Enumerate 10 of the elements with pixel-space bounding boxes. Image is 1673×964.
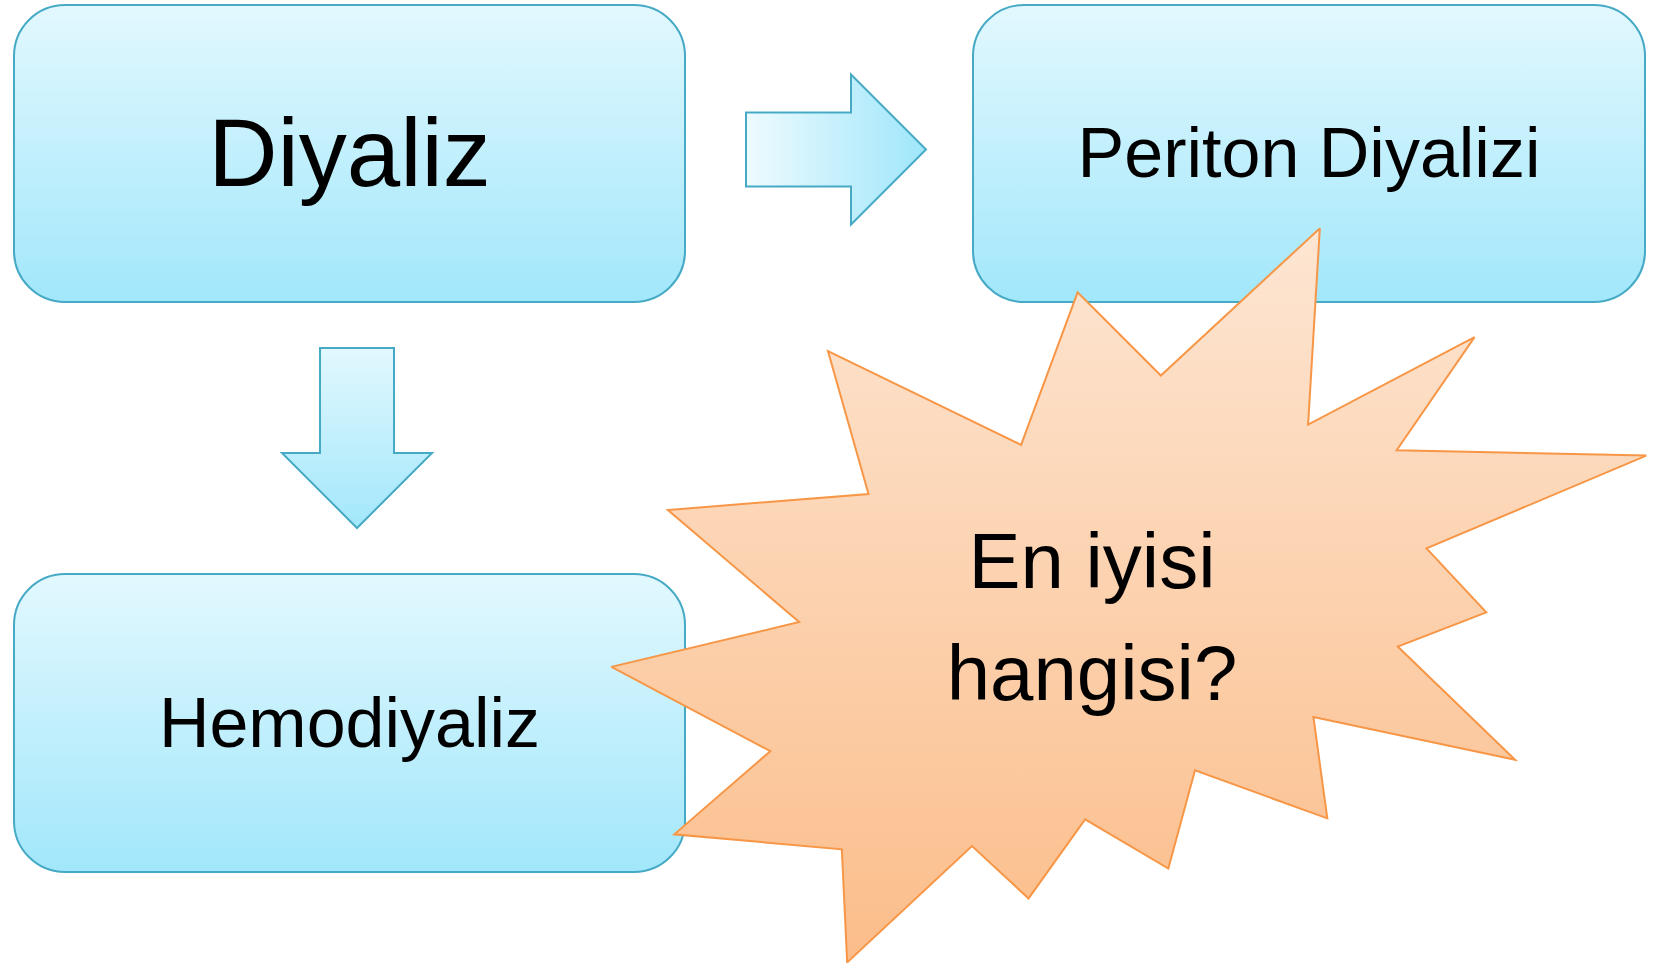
starburst-shape — [611, 228, 1647, 963]
rounded-box — [13, 573, 686, 873]
node-label: Hemodiyaliz — [158, 682, 541, 764]
node-label: Diyaliz — [208, 98, 491, 209]
block-arrow — [279, 347, 435, 530]
rounded-box — [972, 4, 1646, 303]
rounded-box — [13, 4, 686, 303]
node-label: Periton Diyalizi — [1077, 113, 1541, 194]
block-arrow — [745, 72, 928, 227]
node-label: En iyisi hangisi? — [945, 515, 1239, 719]
